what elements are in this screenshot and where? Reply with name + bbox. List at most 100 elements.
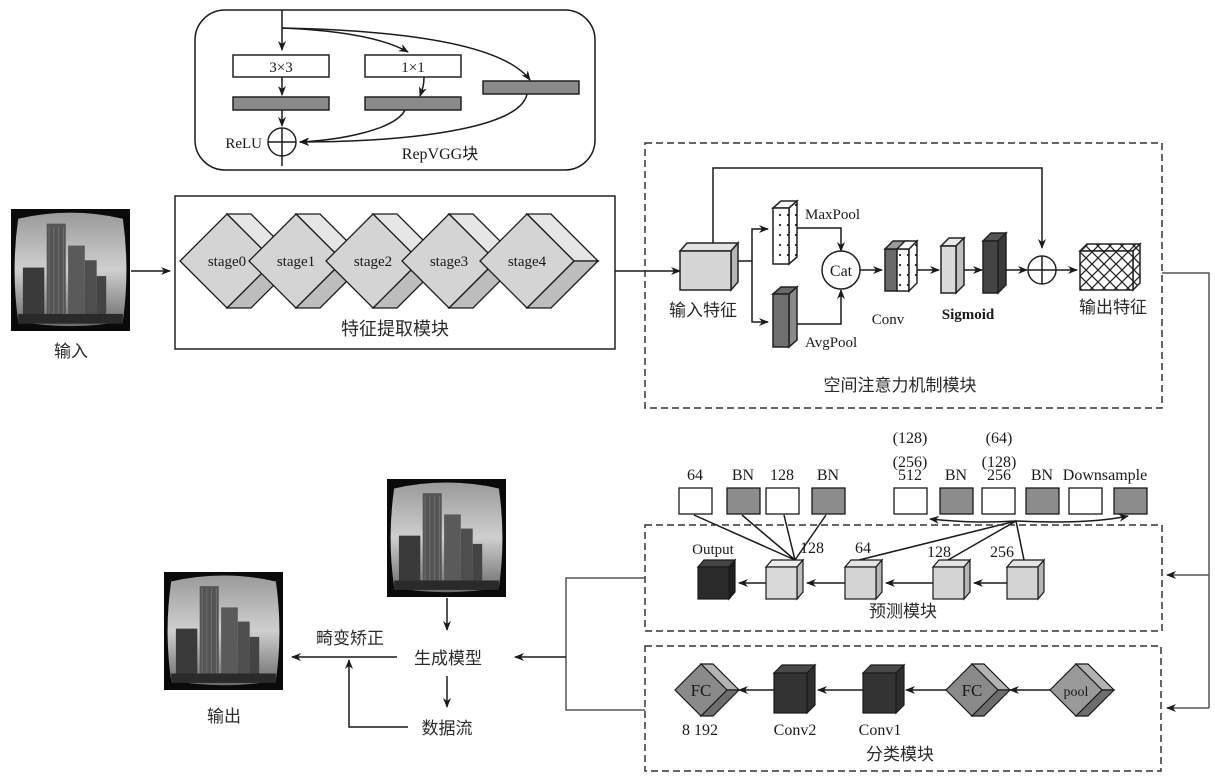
repvgg-branch-1x1 (281, 27, 409, 53)
sigmoid-dark-side (997, 231, 1007, 295)
prediction-title: 预测模块 (869, 602, 937, 622)
relu-label: ReLU (225, 136, 262, 152)
stage-label-0: stage0 (208, 254, 246, 270)
input-image (10, 208, 131, 332)
conv-block-dark (884, 248, 898, 292)
bn-bar-identity (482, 80, 580, 95)
legend-label-g1-2: 128 (770, 467, 794, 484)
repvgg-title: RepVGG块 (402, 145, 478, 163)
pool-node: pool (1049, 663, 1116, 717)
conv1-label: Conv1 (859, 722, 902, 739)
output-feature-side (1132, 242, 1141, 292)
cube-front (773, 672, 808, 714)
conv3x3-box (232, 54, 330, 78)
conv1-block (861, 663, 906, 715)
fc-output-node-label: FC (691, 681, 712, 700)
legend-label-g1-1: BN (732, 467, 755, 484)
generator-label: 生成模型 (414, 649, 482, 669)
bn-bar-1x1 (364, 96, 462, 111)
sigmoid-label: Sigmoid (942, 307, 995, 323)
fc-dims-label: 8 192 (682, 722, 718, 739)
cube-side (806, 663, 816, 715)
add-icon-cross (268, 128, 296, 166)
cube-front (765, 566, 798, 600)
legend-box-g1-1 (726, 487, 761, 515)
modules-bracket (565, 577, 645, 711)
spatial-attention-frame (644, 142, 1163, 409)
stage-front-face (248, 213, 344, 309)
pool-node-label: pool (1064, 685, 1089, 700)
cube-side (875, 558, 883, 601)
pred-cube-128 (764, 558, 805, 601)
conv2-block (772, 663, 817, 715)
cube-side (1037, 558, 1045, 601)
avgpool-to-cat (797, 289, 845, 325)
classification-title: 分类模块 (866, 745, 934, 765)
input-feature-top (678, 242, 740, 252)
legend-box-g2-4 (1068, 487, 1103, 515)
classification-frame (644, 645, 1162, 772)
diamond-front (674, 663, 728, 717)
alt-512-line2: (256) (893, 454, 928, 471)
stage-front-face (179, 213, 275, 309)
fc-hidden-node: FC (945, 663, 1012, 717)
dataflow-label: 数据流 (422, 719, 473, 739)
spatial-attention-title: 空间注意力机制模块 (824, 376, 977, 396)
sigmoid-light-side (955, 236, 965, 295)
diamond-front (945, 663, 999, 717)
pred-cube-256 (1005, 558, 1046, 601)
right-connector (1162, 272, 1210, 708)
alt-512-line1: (128) (893, 430, 928, 447)
legend-box-g2-2 (981, 487, 1016, 515)
repvgg-branch-identity (281, 27, 531, 81)
conv1x1-box (364, 54, 462, 78)
stage-label-3: stage3 (430, 254, 468, 270)
cube-side (796, 558, 804, 601)
cube-front (697, 566, 730, 600)
stage-label-2: stage2 (354, 254, 392, 270)
cube-front (1006, 566, 1039, 600)
prediction-module: Output 128 64 128 256 预测模块 (644, 524, 1163, 632)
cube-front (862, 672, 897, 714)
alt-256-line2: (128) (982, 454, 1017, 471)
output-feature-label: 输出特征 (1079, 298, 1147, 318)
pred-channel-256: 256 (990, 544, 1014, 561)
arrow-to-downsample (1015, 513, 1129, 523)
arrow-to-avgpool (751, 261, 769, 326)
output-cube (696, 558, 737, 601)
input-feature-block (679, 250, 732, 291)
maxpool-to-cat (797, 227, 845, 252)
input-feature-side (730, 241, 739, 292)
avgpool-side (788, 285, 798, 349)
bn-bar-3x3 (232, 96, 330, 111)
sigmoid-dark-block (982, 240, 999, 294)
legend-box-g1-0 (678, 487, 713, 515)
maxpool-side (788, 199, 798, 266)
conv-block-dotted (896, 248, 910, 292)
conv-top-dotted (895, 240, 919, 250)
alt-256-line1: (64) (986, 430, 1013, 447)
legend-box-g2-1 (939, 487, 974, 515)
pred-cube-64 (843, 558, 884, 601)
stage-block-3: stage3 (401, 213, 522, 309)
add-node-cross (1028, 256, 1056, 284)
group1-connectors (693, 514, 827, 561)
cat-label: Cat (830, 263, 853, 280)
diamond-front (1049, 663, 1103, 717)
legend-box-g2-5 (1113, 487, 1148, 515)
feature-extraction-title: 特征提取模块 (341, 319, 449, 340)
maxpool-block (772, 207, 790, 265)
arrow-to-512 (929, 515, 1017, 524)
stage-front-face (401, 213, 497, 309)
arrow-1x1-add (299, 109, 406, 146)
legend-box-g1-2 (765, 487, 800, 515)
legend-label-g2-1: BN (945, 467, 968, 484)
pred-channel-128a: 128 (800, 540, 824, 557)
conv3x3-label: 3×3 (269, 60, 292, 76)
prediction-output-label: Output (692, 542, 735, 558)
correction-label: 畸变矫正 (316, 629, 384, 649)
stage-block-0: stage0 (179, 213, 300, 309)
